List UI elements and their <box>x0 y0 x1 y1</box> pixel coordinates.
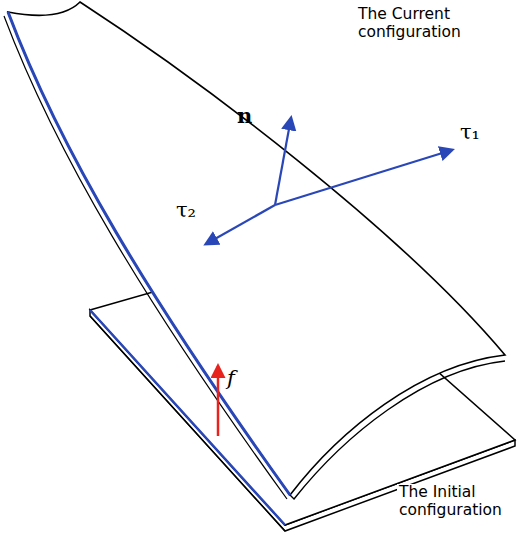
normal-vector-label: n <box>237 104 252 128</box>
tangent-vector-label: τ₂ <box>176 198 196 222</box>
local-frame-vectors <box>206 118 452 244</box>
current-sheet <box>4 2 505 499</box>
force-label: f <box>227 366 235 390</box>
configuration-label: The Current configuration <box>356 6 500 42</box>
tangent-vector-label: τ₁ <box>460 120 480 144</box>
configuration-label: The Initial configuration <box>397 484 517 520</box>
force-arrow <box>217 366 220 436</box>
